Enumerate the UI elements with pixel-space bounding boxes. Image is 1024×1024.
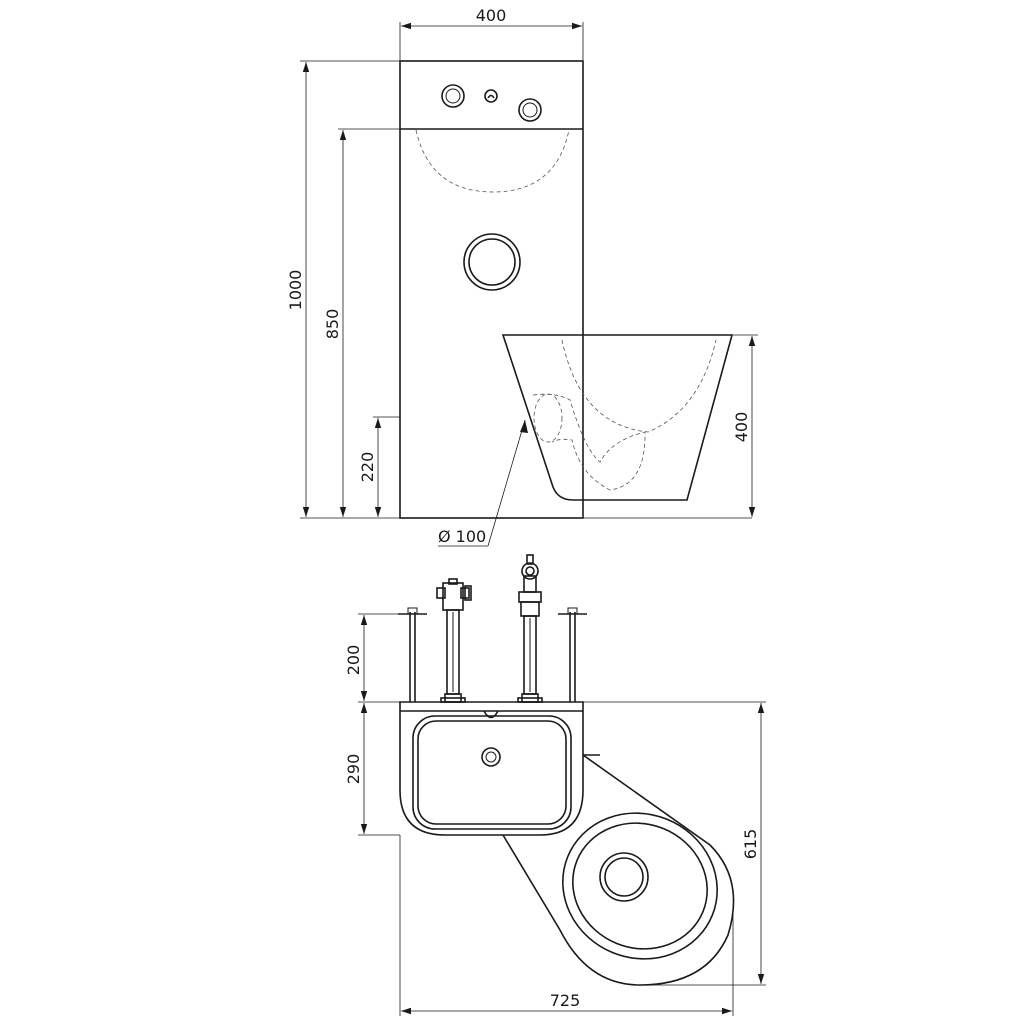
sensor-icon-detail (487, 94, 495, 99)
basin-bowl-inner (417, 720, 567, 825)
hidden-bowl-inner (561, 339, 717, 433)
dim-label-front-width: 400 (476, 6, 507, 25)
mounting-nut-right (567, 607, 578, 615)
mounting-nut-left (407, 607, 418, 615)
tap-button-right-inner (522, 102, 538, 118)
dim-label-total-depth: 615 (741, 829, 760, 860)
toilet-bowl-outline (502, 754, 735, 986)
sensor-icon (484, 89, 498, 103)
hidden-basin-outline (415, 129, 570, 193)
dim-label-total-length: 725 (550, 991, 581, 1010)
drain-leader-arrow (520, 420, 528, 433)
toilet-outlet-icon (599, 852, 649, 902)
basin-bowl-outer (412, 715, 572, 830)
plan-view: 200 290 615 725 (344, 554, 766, 1016)
flush-valve (436, 578, 472, 703)
basin-drain-inner (485, 751, 497, 763)
hidden-outlet (533, 393, 563, 443)
tap-button-left-icon (441, 84, 465, 108)
basin-unit-outline (399, 701, 600, 836)
toilet-seat-outer (562, 812, 718, 960)
dim-label-basin-depth: 290 (344, 754, 363, 785)
toilet-bowl-profile (501, 334, 734, 501)
flush-button-inner (468, 238, 516, 286)
toilet-outlet-inner (604, 857, 644, 897)
dim-label-drain-diameter: Ø 100 (438, 527, 486, 546)
basin-drain-icon (481, 747, 501, 767)
hidden-trap (532, 393, 646, 491)
dim-label-total-height: 1000 (286, 270, 305, 311)
dim-label-bowl-height: 400 (732, 412, 751, 443)
dim-label-basin-height: 850 (323, 309, 342, 340)
flush-button-icon (463, 233, 521, 291)
tap-button-right-icon (518, 98, 542, 122)
toilet-seat-inner (572, 822, 708, 950)
drain-leader-line (487, 419, 526, 547)
tap-valve (517, 554, 543, 703)
dim-label-drain-height: 220 (358, 452, 377, 483)
tap-button-left-inner (445, 88, 461, 104)
front-elevation-view: Ø 100 400 1000 850 220 400 (286, 6, 758, 547)
dim-label-pipe-length: 200 (344, 645, 363, 676)
overflow-slot-icon (483, 710, 499, 719)
